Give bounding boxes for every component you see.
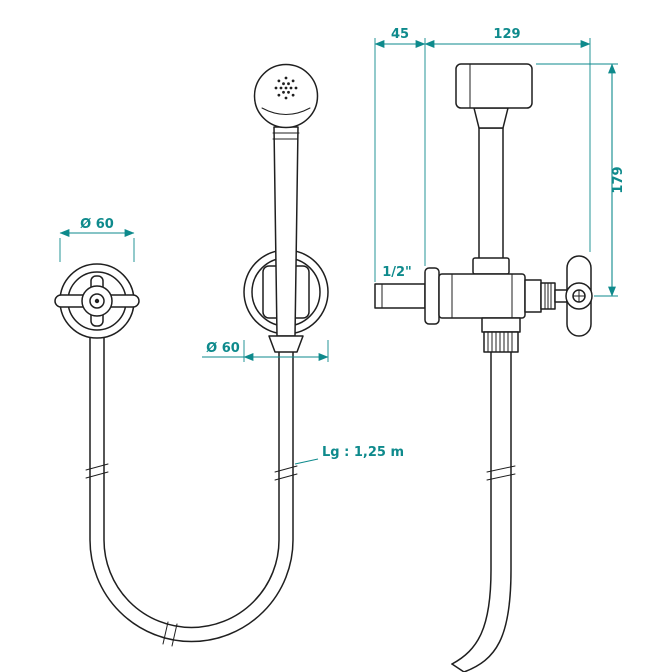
side-view-drawing <box>374 63 593 672</box>
handshower-handle-front <box>268 126 304 353</box>
showerhead-side <box>455 63 533 109</box>
riser-collar <box>472 257 510 275</box>
bottom-outlet <box>481 317 521 333</box>
hose-break-marks <box>85 463 298 647</box>
handle-hose-nut <box>268 335 304 353</box>
bracket-diameter-label: Ø 60 <box>206 341 240 356</box>
head-neck <box>473 107 509 129</box>
dim-45-label: 45 <box>391 27 409 42</box>
hose-side <box>451 351 516 672</box>
dim-hose-length: Lg : 1,25 m <box>294 445 404 465</box>
hose-front <box>85 337 298 647</box>
showerhead-front <box>253 63 319 129</box>
front-view-drawing <box>54 63 329 647</box>
riser-and-head-side <box>455 63 533 275</box>
dim-right-vertical: 179 <box>536 63 626 297</box>
valve-side <box>438 255 593 353</box>
valve-front <box>54 263 140 339</box>
dim-valve-diameter: Ø 60 <box>59 217 135 262</box>
dimension-annotations: Ø 60 Ø 60 45 129 179 1/2" <box>59 27 626 465</box>
hose-length-label: Lg : 1,25 m <box>322 445 404 460</box>
wall-flange-side <box>424 267 440 325</box>
spray-holes <box>274 76 298 100</box>
dim-top-horizontal: 45 129 <box>374 27 591 282</box>
ridged-nut <box>540 282 556 310</box>
knurled-nut <box>483 331 519 353</box>
valve-diameter-label: Ø 60 <box>80 217 114 232</box>
thread-size-label: 1/2" <box>382 265 412 280</box>
riser-tube <box>478 127 504 275</box>
hose-break-marks-side <box>486 465 516 481</box>
dim-bracket-diameter: Ø 60 <box>202 340 329 362</box>
handle-stem <box>554 289 568 303</box>
spout-side <box>374 283 426 309</box>
dim-179-label: 179 <box>611 166 626 193</box>
dim-129-label: 129 <box>493 27 520 42</box>
valve-bonnet <box>524 279 542 313</box>
